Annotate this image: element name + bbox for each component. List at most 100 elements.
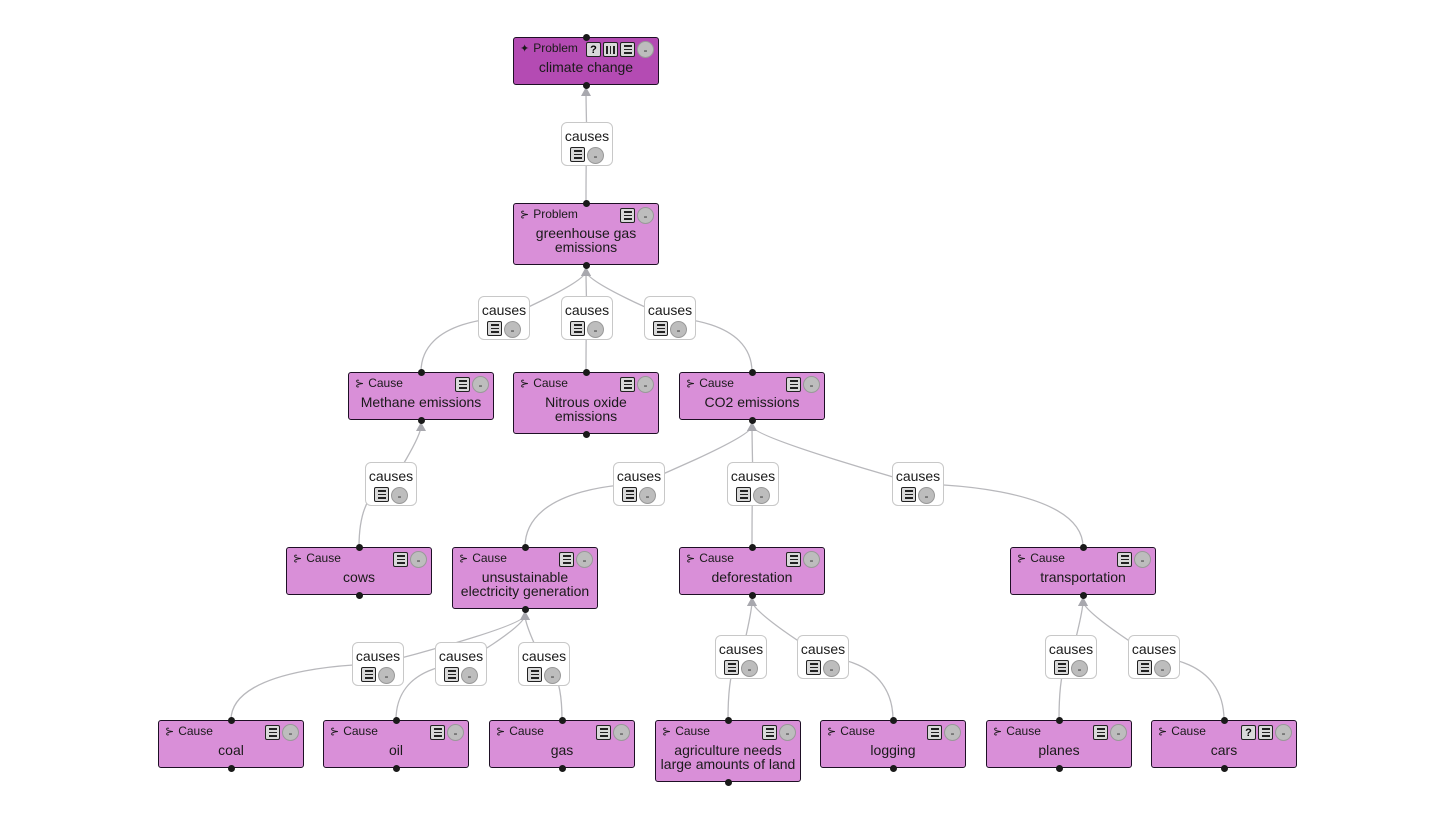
notes-icon-button[interactable] — [430, 725, 445, 740]
notes-icon-button[interactable] — [653, 321, 668, 336]
collapse-button[interactable]: - — [576, 551, 593, 568]
edge-label-box[interactable]: causes- — [715, 635, 767, 679]
notes-icon-button[interactable] — [620, 377, 635, 392]
node-input-handle[interactable] — [582, 33, 590, 41]
edge-label-box[interactable]: causes- — [561, 122, 613, 166]
edge-label-box[interactable]: causes- — [518, 642, 570, 686]
node-output-handle[interactable] — [1220, 764, 1228, 772]
notes-icon-button[interactable] — [762, 725, 777, 740]
notes-icon-button[interactable] — [527, 667, 542, 682]
node-input-handle[interactable] — [1220, 716, 1228, 724]
node-output-handle[interactable] — [392, 764, 400, 772]
collapse-button[interactable]: - — [544, 667, 561, 684]
question-icon-button[interactable]: ? — [586, 42, 601, 57]
collapse-button[interactable]: - — [1134, 551, 1151, 568]
node-climate[interactable]: ✦Problem?-climate change — [513, 37, 659, 85]
collapse-button[interactable]: - — [944, 724, 961, 741]
notes-icon-button[interactable] — [1093, 725, 1108, 740]
collapse-button[interactable]: - — [1154, 660, 1171, 677]
edge-label-box[interactable]: causes- — [478, 296, 530, 340]
node-output-handle[interactable] — [1079, 591, 1087, 599]
collapse-button[interactable]: - — [378, 667, 395, 684]
notes-icon-button[interactable] — [622, 487, 637, 502]
notes-icon-button[interactable] — [596, 725, 611, 740]
collapse-button[interactable]: - — [410, 551, 427, 568]
node-input-handle[interactable] — [889, 716, 897, 724]
node-output-handle[interactable] — [227, 764, 235, 772]
notes-icon-button[interactable] — [1137, 660, 1152, 675]
collapse-button[interactable]: - — [670, 321, 687, 338]
notes-icon-button[interactable] — [786, 377, 801, 392]
edge-label-box[interactable]: causes- — [1045, 635, 1097, 679]
notes-icon-button[interactable] — [265, 725, 280, 740]
collapse-button[interactable]: - — [447, 724, 464, 741]
notes-icon-button[interactable] — [927, 725, 942, 740]
node-transp[interactable]: ⊱Cause-transportation — [1010, 547, 1156, 595]
edge-label-box[interactable]: causes- — [561, 296, 613, 340]
node-input-handle[interactable] — [748, 368, 756, 376]
node-output-handle[interactable] — [1055, 764, 1063, 772]
collapse-button[interactable]: - — [1071, 660, 1088, 677]
notes-icon-button[interactable] — [1258, 725, 1273, 740]
edge-label-box[interactable]: causes- — [365, 462, 417, 506]
collapse-button[interactable]: - — [587, 321, 604, 338]
notes-icon-button[interactable] — [393, 552, 408, 567]
collapse-button[interactable]: - — [803, 551, 820, 568]
collapse-button[interactable]: - — [753, 487, 770, 504]
node-planes[interactable]: ⊱Cause-planes — [986, 720, 1132, 768]
notes-icon-button[interactable] — [620, 42, 635, 57]
notes-icon-button[interactable] — [570, 147, 585, 162]
collapse-button[interactable]: - — [613, 724, 630, 741]
node-input-handle[interactable] — [724, 716, 732, 724]
edge-label-box[interactable]: causes- — [797, 635, 849, 679]
notes-icon-button[interactable] — [361, 667, 376, 682]
collapse-button[interactable]: - — [1110, 724, 1127, 741]
node-input-handle[interactable] — [582, 199, 590, 207]
collapse-button[interactable]: - — [637, 207, 654, 224]
collapse-button[interactable]: - — [282, 724, 299, 741]
edge-label-box[interactable]: causes- — [352, 642, 404, 686]
collapse-button[interactable]: - — [637, 41, 654, 58]
collapse-button[interactable]: - — [803, 376, 820, 393]
notes-icon-button[interactable] — [724, 660, 739, 675]
node-nitrous[interactable]: ⊱Cause-Nitrous oxide emissions — [513, 372, 659, 434]
node-co2[interactable]: ⊱Cause-CO2 emissions — [679, 372, 825, 420]
collapse-button[interactable]: - — [639, 487, 656, 504]
node-cows[interactable]: ⊱Cause-cows — [286, 547, 432, 595]
notes-icon-button[interactable] — [620, 208, 635, 223]
node-output-handle[interactable] — [748, 591, 756, 599]
node-output-handle[interactable] — [724, 778, 732, 786]
node-input-handle[interactable] — [417, 368, 425, 376]
collapse-button[interactable]: - — [741, 660, 758, 677]
node-input-handle[interactable] — [558, 716, 566, 724]
node-oil[interactable]: ⊱Cause-oil — [323, 720, 469, 768]
node-input-handle[interactable] — [227, 716, 235, 724]
collapse-button[interactable]: - — [637, 376, 654, 393]
collapse-button[interactable]: - — [779, 724, 796, 741]
node-output-handle[interactable] — [521, 605, 529, 613]
node-output-handle[interactable] — [582, 81, 590, 89]
node-input-handle[interactable] — [582, 368, 590, 376]
node-input-handle[interactable] — [392, 716, 400, 724]
notes-icon-button[interactable] — [786, 552, 801, 567]
notes-icon-button[interactable] — [1054, 660, 1069, 675]
node-elec[interactable]: ⊱Cause-unsustainable electricity generat… — [452, 547, 598, 609]
node-methane[interactable]: ⊱Cause-Methane emissions — [348, 372, 494, 420]
collapse-button[interactable]: - — [391, 487, 408, 504]
collapse-button[interactable]: - — [461, 667, 478, 684]
node-defor[interactable]: ⊱Cause-deforestation — [679, 547, 825, 595]
node-input-handle[interactable] — [1055, 716, 1063, 724]
notes-icon-button[interactable] — [487, 321, 502, 336]
notes-icon-button[interactable] — [374, 487, 389, 502]
node-gas[interactable]: ⊱Cause-gas — [489, 720, 635, 768]
question-icon-button[interactable]: ? — [1241, 725, 1256, 740]
edge-label-box[interactable]: causes- — [1128, 635, 1180, 679]
node-cars[interactable]: ⊱Cause?-cars — [1151, 720, 1297, 768]
node-output-handle[interactable] — [582, 261, 590, 269]
table-icon-button[interactable] — [603, 42, 618, 57]
collapse-button[interactable]: - — [472, 376, 489, 393]
edge-label-box[interactable]: causes- — [613, 462, 665, 506]
notes-icon-button[interactable] — [444, 667, 459, 682]
collapse-button[interactable]: - — [504, 321, 521, 338]
node-output-handle[interactable] — [558, 764, 566, 772]
